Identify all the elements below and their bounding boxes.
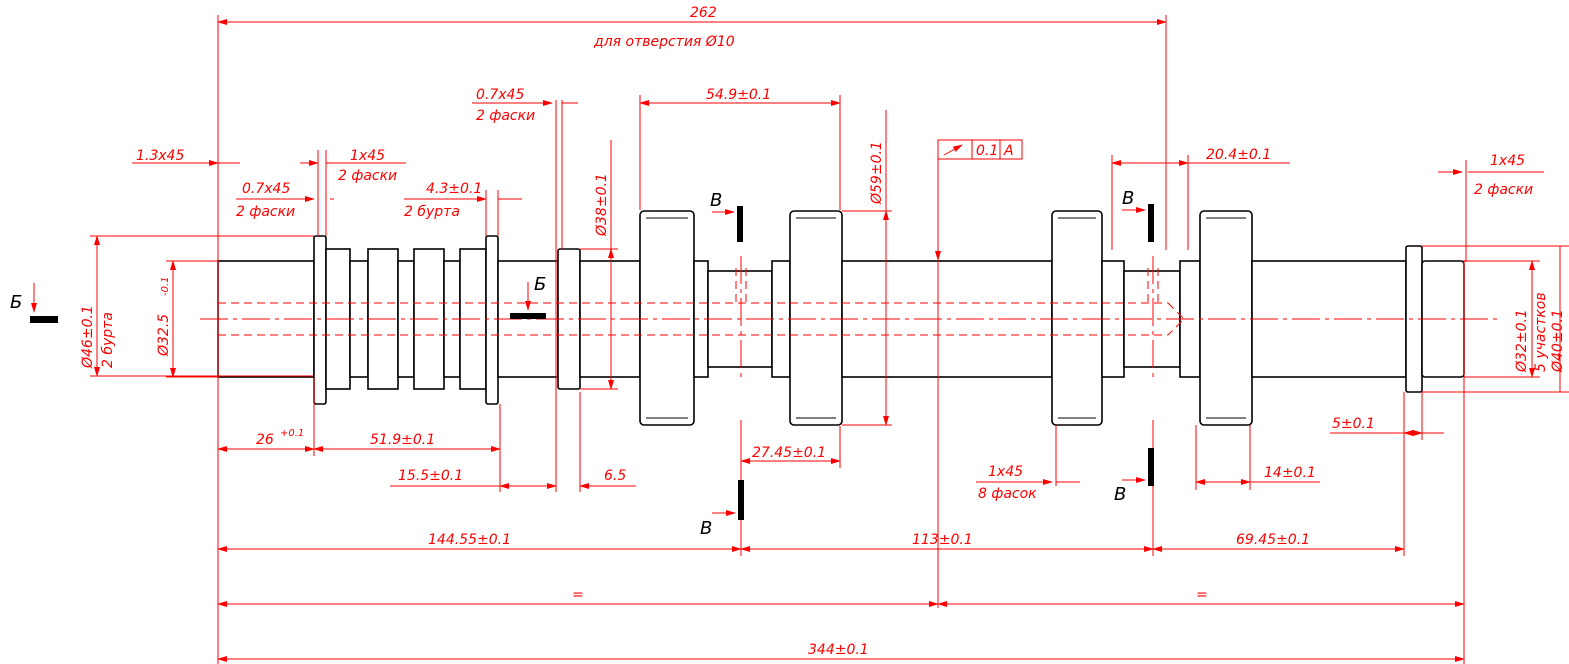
dim-dia-32: Ø32±0.1 <box>1514 309 1530 373</box>
shaft-body <box>217 210 1465 426</box>
dim-chamfer-1x45b: 1x45 <box>1490 153 1525 169</box>
dim-14: 14±0.1 <box>1264 465 1316 481</box>
cam-1 <box>639 210 695 426</box>
section-b-mid-bar <box>510 313 546 319</box>
axis-lines <box>200 256 1500 380</box>
dim-chamfer-8: 1x45 <box>988 464 1023 480</box>
runout-value: 0.1 <box>976 143 998 159</box>
section-v-top-2-bar <box>1148 204 1154 242</box>
dim-chamfer-07a: 0.7x45 <box>242 181 290 197</box>
dim-dia-46-count: 2 бурта <box>100 312 116 368</box>
dimension-labels: 262 для отверстия Ø10 1.3x45 0.7x45 2 фа… <box>80 5 1566 658</box>
section-v-bottom-2: В <box>1114 484 1126 505</box>
section-b-left: Б <box>10 292 22 313</box>
dim-65: 6.5 <box>604 468 626 484</box>
cam-4 <box>1199 210 1253 426</box>
cam-3 <box>1051 210 1103 426</box>
section-v-bottom-1: В <box>700 518 712 539</box>
dim-549: 54.9±0.1 <box>706 87 771 103</box>
runout-datum: A <box>1003 143 1014 159</box>
dim-chamfer-8-count: 8 фасок <box>978 486 1037 502</box>
section-v-top-2: В <box>1122 188 1134 209</box>
dim-262: 262 <box>690 5 717 21</box>
dim-chamfer-07b: 0.7x45 <box>476 87 524 103</box>
dim-2745: 27.45±0.1 <box>752 445 826 461</box>
dim-519: 51.9±0.1 <box>370 432 435 448</box>
dim-dia-59: Ø59±0.1 <box>869 141 885 205</box>
dim-total: 344±0.1 <box>808 642 869 658</box>
section-v-bottom-1-bar <box>738 480 744 520</box>
runout-frame <box>937 139 973 160</box>
dim-155: 15.5±0.1 <box>398 468 463 484</box>
dim-dia-40: Ø40±0.1 <box>1550 309 1566 373</box>
section-v-bottom-2-bar <box>1148 448 1154 486</box>
dim-dia-325: Ø32.5 <box>156 314 172 357</box>
dim-113: 113±0.1 <box>912 532 973 548</box>
section-labels: Б Б В В В В <box>10 188 1134 539</box>
dim-26-tol: +0.1 <box>280 428 304 439</box>
bore-tip <box>1167 302 1185 336</box>
dim-chamfer-07b-count: 2 фаски <box>476 108 535 124</box>
dimension-lines <box>90 15 1569 664</box>
collar-2 <box>485 235 499 405</box>
dim-chamfer-1x45a: 1x45 <box>350 148 385 164</box>
section-b-left-bar <box>30 316 58 323</box>
dim-dia-32-count: 5 участков <box>1533 292 1549 372</box>
dim-204: 20.4±0.1 <box>1206 147 1271 163</box>
section-v-top-1: В <box>710 190 722 211</box>
dim-dia-325-tol: -0.1 <box>160 276 171 296</box>
dim-chamfer-1x45b-count: 2 фаски <box>1474 182 1533 198</box>
dim-equal-right: = <box>1196 587 1208 603</box>
collar-1 <box>313 235 327 405</box>
dim-chamfer-07a-count: 2 фаски <box>236 204 295 220</box>
dim-collar-width: 4.3±0.1 <box>426 181 482 197</box>
cam-2 <box>789 210 843 426</box>
dim-dia-46: Ø46±0.1 <box>80 305 96 369</box>
dim-dia-38: Ø38±0.1 <box>594 173 610 237</box>
dim-equal-left: = <box>572 587 584 603</box>
dim-chamfer-left: 1.3x45 <box>136 148 184 164</box>
dim-bore-note: для отверстия Ø10 <box>593 34 735 50</box>
section-v-top-1-bar <box>737 206 743 242</box>
dim-26: 26 <box>256 432 274 448</box>
dim-chamfer-1x45a-count: 2 фаски <box>338 168 397 184</box>
dim-5: 5±0.1 <box>1332 416 1375 432</box>
dim-6945: 69.45±0.1 <box>1236 532 1310 548</box>
section-b-mid: Б <box>534 274 546 295</box>
dim-collar-count: 2 бурта <box>404 204 460 220</box>
section-marks <box>30 204 1154 520</box>
dim-14455: 144.55±0.1 <box>428 532 511 548</box>
